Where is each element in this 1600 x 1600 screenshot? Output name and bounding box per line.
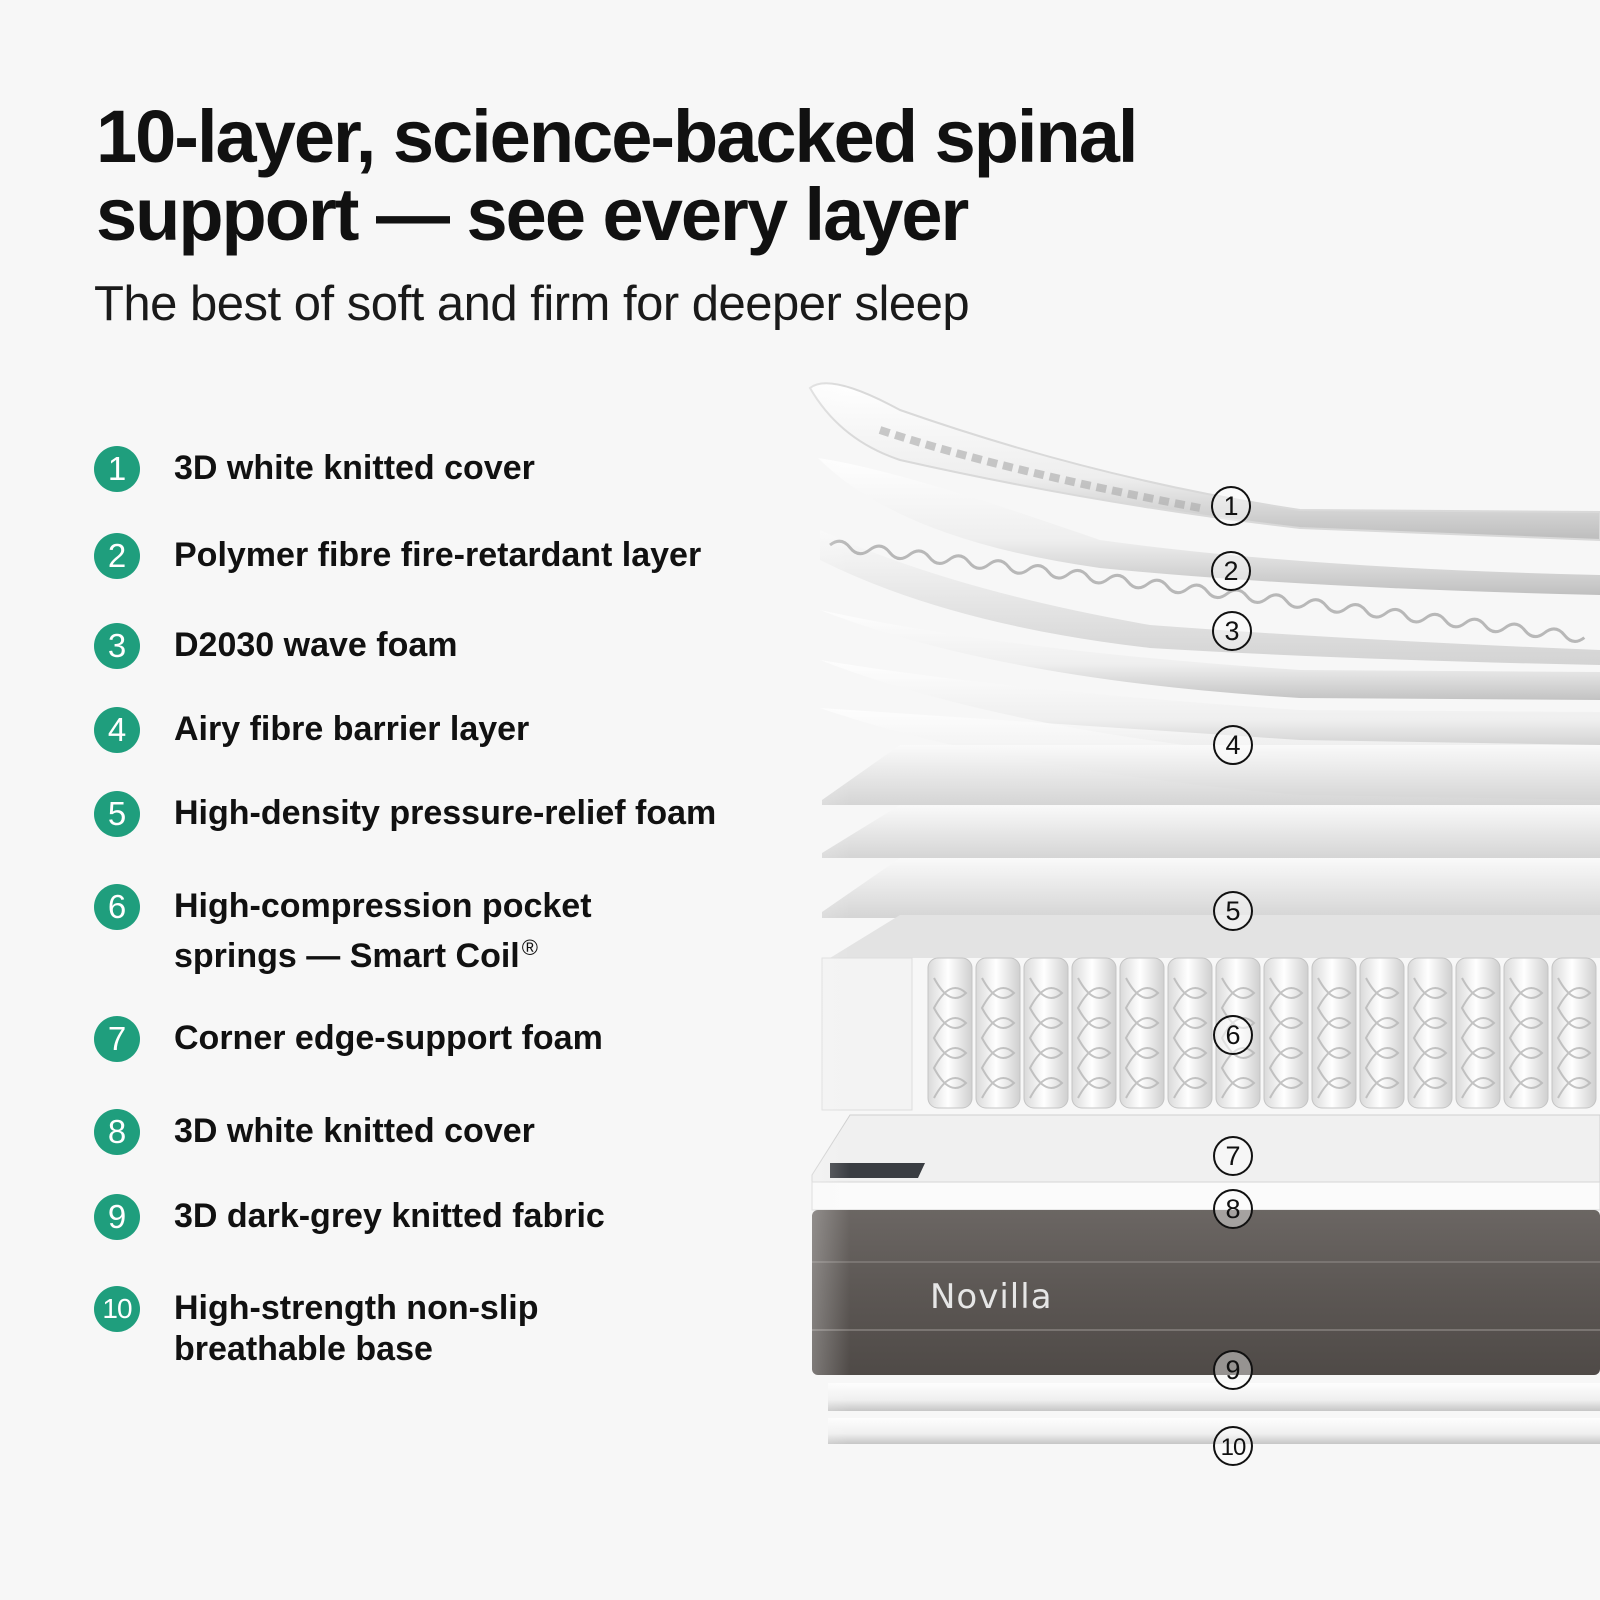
layer-label: 3D white knitted cover [174, 1112, 535, 1150]
callout-5: 5 [1213, 891, 1253, 931]
coil-wire [1316, 977, 1352, 1099]
callout-4: 4 [1213, 725, 1253, 765]
callout-number: 9 [1225, 1355, 1240, 1385]
callout-number: 1 [1223, 491, 1238, 521]
callout-ring [1212, 611, 1252, 651]
registered-mark: ® [521, 935, 538, 960]
layer-label: Polymer fibre fire-retardant layer [174, 536, 702, 574]
callout-ring [1213, 1426, 1253, 1466]
callout-number: 5 [1225, 896, 1240, 926]
headline: 10-layer, science-backed spinal support … [96, 98, 1396, 254]
layer-number-badge: 10 [94, 1286, 140, 1332]
layer-item-7: 7 Corner edge-support foam [94, 1016, 814, 1116]
pressure-foam-slab-a [822, 745, 1600, 805]
callout-number: 8 [1225, 1194, 1240, 1224]
layer-item-1: 1 3D white knitted cover [94, 446, 814, 546]
callout-number: 2 [1223, 556, 1238, 586]
layer-number-badge: 4 [94, 707, 140, 753]
layer-list: 1 3D white knitted cover 2 Polymer fibre… [94, 446, 716, 1368]
layer-item-10: 10 High-strength non-slip breathable bas… [94, 1286, 814, 1386]
callout-number: 4 [1225, 730, 1240, 760]
layer-label: 3D dark-grey knitted fabric [174, 1197, 605, 1235]
mattress-layer-diagram: Novilla 1 2 3 4 5 6 7 8 9 10 [800, 370, 1600, 1470]
callout-1: 1 [1211, 486, 1251, 526]
layer-number-badge: 9 [94, 1194, 140, 1240]
coil-wire [1364, 977, 1400, 1099]
layer-label-line-2: breathable base [174, 1330, 433, 1368]
coil-wire [1028, 977, 1064, 1099]
callout-ring [1213, 1350, 1253, 1390]
layer-label: Corner edge-support foam [174, 1019, 603, 1057]
callout-10: 10 [1213, 1426, 1253, 1466]
callout-ring [1213, 1189, 1253, 1229]
layer-number-badge: 8 [94, 1109, 140, 1155]
layer-item-2: 2 Polymer fibre fire-retardant layer [94, 533, 814, 633]
coil-wire [1268, 977, 1304, 1099]
layer-label: Airy fibre barrier layer [174, 710, 530, 748]
coil-wire [1556, 977, 1592, 1099]
headline-line-2: support — see every layer [96, 173, 969, 256]
coil-wire [1460, 977, 1496, 1099]
layer-number-badge: 7 [94, 1016, 140, 1062]
layer-number-badge: 1 [94, 446, 140, 492]
fibre-barrier-sheet-a [820, 610, 1600, 700]
callout-number: 10 [1221, 1434, 1246, 1461]
callout-2: 2 [1211, 551, 1251, 591]
callout-ring [1213, 1015, 1253, 1055]
callout-3: 3 [1212, 611, 1252, 651]
layer-label: High-strength non-slip breathable base [174, 1288, 814, 1370]
headline-line-1: 10-layer, science-backed spinal [96, 95, 1138, 178]
layer-label: High-density pressure-relief foam [174, 794, 717, 832]
callout-6: 6 [1213, 1015, 1253, 1055]
callout-9: 9 [1213, 1350, 1253, 1390]
layer-number-badge: 6 [94, 884, 140, 930]
layer-number-badge: 3 [94, 623, 140, 669]
coil-wire [1124, 977, 1160, 1099]
coil-wire [1172, 977, 1208, 1099]
layer-item-9: 9 3D dark-grey knitted fabric [94, 1194, 814, 1294]
callout-ring [1213, 1136, 1253, 1176]
layer-label-line-1: High-strength non-slip [174, 1289, 539, 1327]
fibre-barrier-sheet-b [820, 660, 1600, 760]
layer-item-6: 6 High-compression pocket springs — Smar… [94, 884, 814, 984]
layer-label: D2030 wave foam [174, 626, 458, 664]
pocket-spring-row [927, 957, 1597, 1109]
spring-unit-top [830, 915, 1600, 958]
layer-item-4: 4 Airy fibre barrier layer [94, 707, 814, 807]
layer-label: 3D white knitted cover [174, 449, 535, 487]
layer-label-line-2: springs — Smart Coil [174, 937, 520, 975]
callout-ring [1211, 486, 1251, 526]
callout-number: 3 [1224, 616, 1239, 646]
layer-item-5: 5 High-density pressure-relief foam [94, 791, 814, 891]
callout-8: 8 [1213, 1189, 1253, 1229]
pressure-foam-slab-b [822, 805, 1600, 858]
dark-grey-fabric-panel [812, 1210, 1600, 1375]
pressure-foam-slab-c [822, 858, 1600, 918]
left-fade [800, 370, 1000, 1470]
callout-number: 6 [1225, 1020, 1240, 1050]
layer-label-line-1: High-compression pocket [174, 887, 592, 925]
layer-number-badge: 2 [94, 533, 140, 579]
coil-wire [1508, 977, 1544, 1099]
coil-wire [1412, 977, 1448, 1099]
layer-item-8: 8 3D white knitted cover [94, 1109, 814, 1209]
callout-7: 7 [1213, 1136, 1253, 1176]
coil-wire [1076, 977, 1112, 1099]
layer-label: High-compression pocket springs — Smart … [174, 886, 814, 977]
callout-number: 7 [1225, 1141, 1240, 1171]
callout-ring [1213, 725, 1253, 765]
layer-number-badge: 5 [94, 791, 140, 837]
layer-item-3: 3 D2030 wave foam [94, 623, 814, 723]
subheadline: The best of soft and firm for deeper sle… [94, 277, 970, 331]
callout-ring [1211, 551, 1251, 591]
callout-ring [1213, 891, 1253, 931]
